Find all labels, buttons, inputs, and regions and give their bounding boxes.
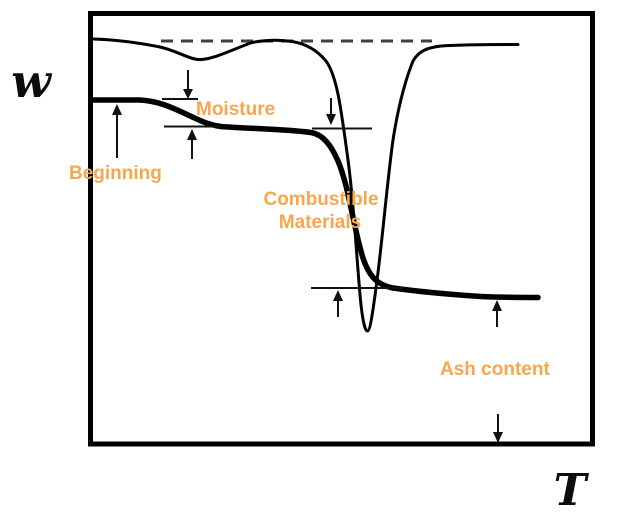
moisture-label: Moisture [196,99,275,120]
annotation-arrows [112,70,503,443]
combustible-materials-label-line2: Materials [279,212,361,233]
level-markers [162,98,403,289]
combustion-end-up-arrow-icon [333,290,343,317]
ash-baseline-down-arrow-icon [493,414,503,443]
ash-content-label: Ash content [440,359,550,380]
moisture-up-arrow-icon [187,129,197,159]
beginning-label: Beginning [69,163,162,184]
combustible-materials-label-line1: Combustible [263,189,378,210]
dtg-curve [91,37,520,333]
beginning-up-arrow-icon [112,104,122,158]
y-axis-label-w: w [11,54,52,108]
annotation-labels: Moisture Beginning Combustible Materials… [69,99,550,380]
ash-level-up-arrow-icon [492,300,502,327]
moisture-down-arrow-icon [183,70,193,99]
x-axis-label-t: T [554,465,590,516]
plot-frame [88,11,595,447]
combustion-down-arrow-icon [326,98,336,125]
tg-curve [90,97,541,301]
